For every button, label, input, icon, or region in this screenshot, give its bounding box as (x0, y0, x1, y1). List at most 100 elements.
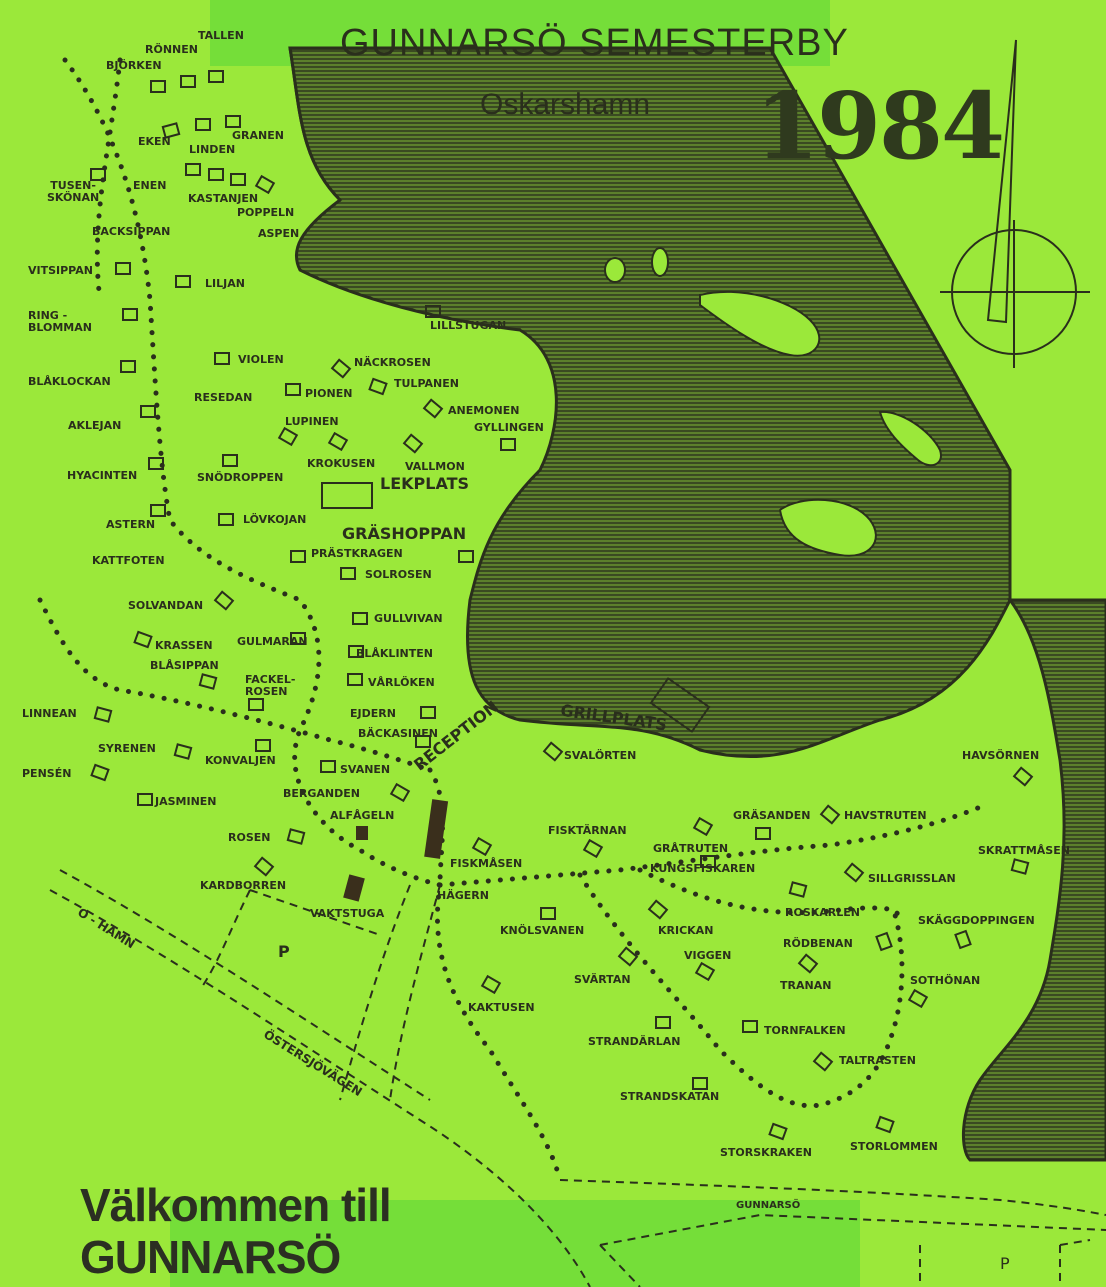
label-lillstugan: LILLSTUGAN (430, 319, 507, 332)
cabin-marker (348, 645, 364, 658)
cabin-marker (208, 168, 224, 181)
label-fiskmasen: FISKMÅSEN (450, 857, 523, 870)
cabin-marker (222, 454, 238, 467)
road-gunnarso: GUNNARSÖ (736, 1200, 801, 1211)
island (778, 498, 877, 557)
label-kattfoten: KATTFOTEN (92, 554, 165, 567)
label-rosen: ROSEN (228, 831, 271, 844)
cabin-marker (148, 457, 164, 470)
reception-building (424, 799, 449, 859)
map-title: GUNNARSÖ SEMESTERBY (340, 22, 849, 64)
label-hagern: HÄGERN (437, 889, 489, 902)
label-tornfalken: TORNFALKEN (764, 1024, 846, 1037)
label-tallen: TALLEN (198, 29, 244, 42)
island (878, 410, 942, 467)
label-krokusen: KROKUSEN (307, 457, 376, 470)
label-nackrosen: NÄCKROSEN (354, 356, 431, 369)
parking-right: P (1000, 1254, 1010, 1273)
label-berganden: BERGANDEN (283, 787, 360, 800)
label-kungsfiskaren: KUNGSFISKAREN (650, 862, 756, 875)
label-aklejan: AKLEJAN (68, 419, 122, 432)
label-blaklockan: BLÅKLOCKAN (28, 375, 111, 388)
label-varloken: VÅRLÖKEN (368, 676, 435, 689)
label-vaktstuga: VAKTSTUGA (310, 907, 385, 920)
label-skaggdoppingen: SKÄGGDOPPINGEN (918, 914, 1035, 927)
label-gullvivan: GULLVIVAN (374, 612, 443, 625)
map-year: 1984 (755, 72, 1005, 180)
label-vitsippan: VITSIPPAN (28, 264, 93, 277)
small-building (356, 826, 368, 840)
cabin-marker (90, 168, 106, 181)
cabin-marker (255, 739, 271, 752)
cabin-marker (742, 1020, 758, 1033)
cabin-marker (218, 513, 234, 526)
label-kastanjen: KASTANJEN (188, 192, 259, 205)
label-vallmon: VALLMON (405, 460, 465, 473)
label-solrosen: SOLROSEN (365, 568, 432, 581)
cabin-marker (320, 760, 336, 773)
cabin-marker (175, 275, 191, 288)
label-hyacinten: HYACINTEN (67, 469, 138, 482)
label-gyllingen: GYLLINGEN (474, 421, 544, 434)
cabin-marker (185, 163, 201, 176)
label-poppeln: POPPELN (237, 206, 295, 219)
label-gulmaran: GULMARAN (237, 635, 308, 648)
label-knolsvanen: KNÖLSVANEN (500, 924, 585, 937)
cabin-marker (115, 262, 131, 275)
label-linnean: LINNEAN (22, 707, 77, 720)
label-havstruten: HAVSTRUTEN (844, 809, 927, 822)
cabin-marker (415, 735, 431, 748)
cabin-marker (347, 673, 363, 686)
cabin-marker (700, 855, 716, 868)
label-snodroppen: SNÖDROPPEN (197, 471, 284, 484)
cabin-marker (420, 706, 436, 719)
cabin-marker (150, 504, 166, 517)
label-konvaljen: KONVALJEN (205, 754, 276, 767)
cabin-marker (230, 173, 246, 186)
label-resedan: RESEDAN (194, 391, 253, 404)
label-grashoppan: GRÄSHOPPAN (342, 524, 467, 543)
cabin-marker (500, 438, 516, 451)
cabin-marker (290, 550, 306, 563)
welcome-line-1: Välkommen till (80, 1179, 392, 1231)
label-bjorken: BJÖRKEN (106, 59, 162, 72)
cabin-marker (140, 405, 156, 418)
label-enen: ENEN (133, 179, 167, 192)
label-skrattmasen: SKRATTMÅSEN (978, 844, 1070, 857)
cabin-marker (122, 308, 138, 321)
label-sothonan: SOTHÖNAN (910, 974, 981, 987)
island (604, 257, 626, 283)
cabin-marker (225, 115, 241, 128)
label-storlommen: STORLOMMEN (850, 1140, 938, 1153)
label-strandarlan: STRANDÄRLAN (588, 1035, 681, 1048)
tape-bottom (170, 1200, 860, 1287)
label-tranan: TRANAN (780, 979, 832, 992)
label-linden: LINDEN (189, 143, 236, 156)
parking-left: P (278, 942, 290, 961)
label-violen: VIOLEN (238, 353, 284, 366)
island (651, 247, 669, 277)
label-aspen: ASPEN (258, 227, 300, 240)
label-ronnen: RÖNNEN (145, 43, 198, 56)
cabin-marker (692, 1077, 708, 1090)
label-eken: EKEN (138, 135, 171, 148)
label-roskarlen: ROSKARLEN (785, 906, 860, 919)
label-krassen: KRASSEN (155, 639, 213, 652)
label-lupinen: LUPINEN (285, 415, 339, 428)
cabin-marker (425, 305, 441, 318)
label-kardborren: KARDBORREN (200, 879, 287, 892)
label-sillgrisslan: SILLGRISSLAN (868, 872, 956, 885)
label-prastkragen: PRÄSTKRAGEN (311, 547, 403, 560)
label-fisktarnan: FISKTÄRNAN (548, 824, 627, 837)
label-jasminen: JASMINEN (155, 795, 217, 808)
label-tulpanen: TULPANEN (394, 377, 459, 390)
label-pensen: PENSÉN (22, 767, 72, 780)
label-havsornen: HAVSÖRNEN (962, 749, 1040, 762)
label-solvandan: SOLVANDAN (128, 599, 204, 612)
label-svanen: SVANEN (340, 763, 391, 776)
grillplats-area (649, 676, 711, 734)
label-ringblomman: RING - BLOMMAN (28, 309, 92, 334)
label-viggen: VIGGEN (684, 949, 732, 962)
